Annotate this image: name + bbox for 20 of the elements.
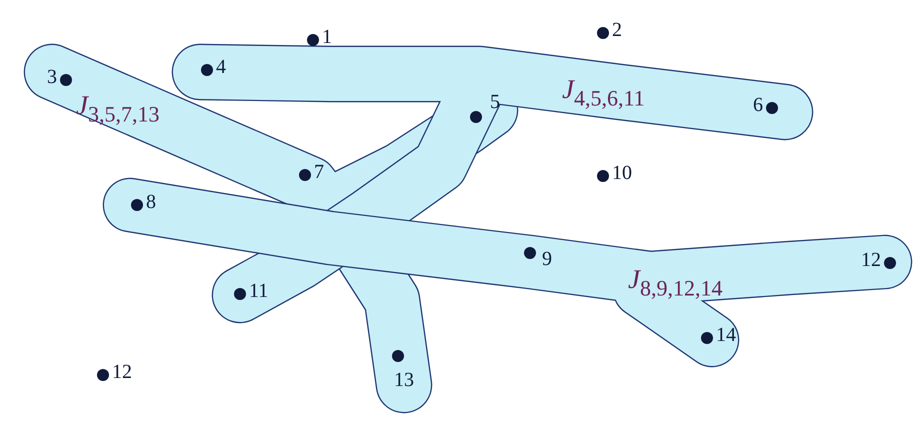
vertex-number: 9	[542, 249, 552, 269]
vertex-number: 4	[216, 57, 226, 77]
vertex-number: 6	[753, 95, 763, 115]
vertex-number: 1	[322, 27, 332, 47]
vertex-dot	[597, 27, 609, 39]
hyperedge-label: J$_{3,5,7,13}$	[76, 92, 160, 126]
hyperedge-label: J$_{8,9,12,14}$	[628, 266, 722, 300]
vertex-dot	[307, 34, 319, 46]
vertex-number: 13	[394, 370, 414, 390]
hyperedge-label: J$_{4,5,6,11}$	[562, 76, 645, 110]
vertex-number: 10	[612, 163, 632, 183]
vertex-number: 7	[314, 162, 324, 182]
vertex-number: 12	[112, 362, 132, 382]
vertex-number: 5	[490, 92, 500, 112]
vertex-number: 8	[146, 192, 156, 212]
vertex-number: 2	[612, 20, 622, 40]
vertex-number: 3	[47, 67, 57, 87]
vertex-number: 12	[861, 250, 881, 270]
vertex-number: 11	[249, 281, 268, 301]
vertex-number: 14	[716, 325, 736, 345]
